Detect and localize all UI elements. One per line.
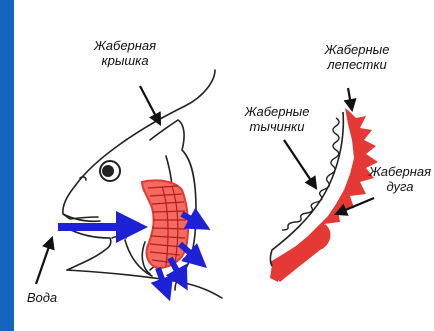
label-arch: Жаберная дуга: [368, 164, 432, 194]
pointer-water: [36, 238, 52, 284]
gill-filaments-bottom: [270, 224, 330, 282]
label-operculum: Жаберная крышка: [80, 38, 170, 68]
label-rakers-line2: тычинки: [232, 119, 322, 134]
label-filaments: Жаберные лепестки: [312, 42, 402, 72]
gill-arch: [270, 108, 378, 282]
pointer-filaments: [348, 88, 352, 110]
fish-snout-outline: [63, 186, 98, 219]
fish-back-outline: [75, 70, 215, 186]
pointer-operculum: [140, 86, 160, 124]
label-operculum-line2: крышка: [80, 53, 170, 68]
label-rakers: Жаберные тычинки: [232, 104, 322, 134]
label-filaments-line2: лепестки: [312, 57, 402, 72]
pointer-rakers: [284, 140, 316, 188]
fish-belly-outline: [67, 270, 222, 298]
fish-pupil: [102, 165, 114, 177]
label-arch-line1: Жаберная: [368, 164, 432, 179]
label-filaments-line1: Жаберные: [312, 42, 402, 57]
label-rakers-line1: Жаберные: [232, 104, 322, 119]
water-arrow-out-4: [158, 268, 166, 290]
label-pointers: [36, 86, 374, 284]
label-arch-line2: дуга: [368, 179, 432, 194]
fish-cheek-line: [112, 237, 126, 239]
gill-section: [142, 180, 188, 268]
label-water: Вода: [22, 290, 62, 305]
label-operculum-line1: Жаберная: [80, 38, 170, 53]
fish-lower-jaw-outline: [67, 228, 111, 270]
